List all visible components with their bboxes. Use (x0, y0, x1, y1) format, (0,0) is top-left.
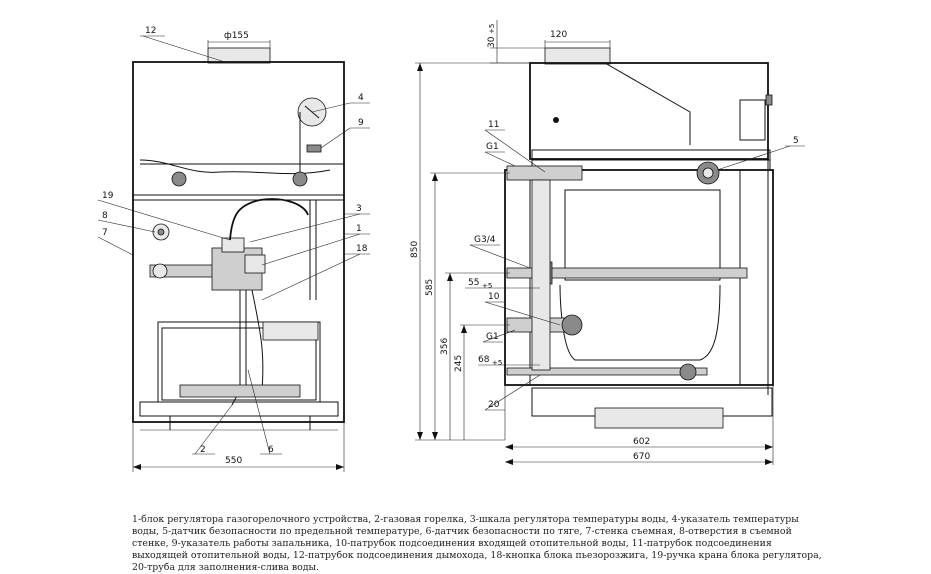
dimension-245: 245 (454, 355, 464, 372)
dimension-55: 55 (468, 278, 479, 288)
dimension-diameter-155: ф155 (224, 31, 249, 41)
dimension-550: 550 (225, 456, 242, 466)
dimension-850: 850 (410, 241, 420, 258)
label-7: 7 (102, 228, 108, 238)
flue-pipe-front (207, 47, 271, 64)
label-5: 5 (793, 136, 799, 146)
flue-pipe-side (544, 47, 611, 65)
boiler-technical-drawing: 550 ф155 12 4 9 19 8 7 3 1 18 2 (97, 20, 805, 472)
label-19: 19 (102, 191, 114, 201)
label-8: 8 (102, 211, 108, 221)
label-4: 4 (358, 93, 364, 103)
label-1: 1 (356, 224, 362, 234)
dimension-585: 585 (425, 279, 435, 296)
dimension-30: 30 (487, 36, 497, 48)
dimension-55-tolerance: +5 (482, 282, 492, 290)
label-18: 18 (356, 244, 368, 254)
boiler-body-front (132, 61, 345, 423)
thread-g3-4: G3/4 (474, 235, 496, 245)
label-11: 11 (488, 120, 499, 130)
dimension-68-tolerance: +5 (492, 359, 502, 367)
thread-g1-top: G1 (486, 142, 499, 152)
drain-pipe (506, 367, 708, 376)
dimension-356: 356 (440, 338, 450, 355)
label-3: 3 (356, 204, 362, 214)
boiler-body-side (504, 169, 774, 386)
outlet-pipe (506, 165, 583, 181)
dimension-670: 670 (633, 452, 650, 462)
parts-legend: 1-блок регулятора газогорелочного устрой… (132, 514, 822, 573)
dimension-602: 602 (633, 437, 650, 447)
label-2: 2 (200, 445, 206, 455)
front-view: 550 ф155 12 4 9 19 8 7 3 1 18 2 (97, 26, 370, 472)
label-9: 9 (358, 118, 364, 128)
pilot-indicator (306, 144, 322, 153)
side-view: 120 30 +5 850 585 356 245 55 +5 (410, 20, 805, 465)
dimension-120: 120 (550, 30, 567, 40)
thread-g1-bottom: G1 (486, 332, 499, 342)
dimension-68: 68 (478, 355, 490, 365)
label-12: 12 (145, 26, 156, 36)
label-6: 6 (268, 445, 274, 455)
boiler-hood-side (529, 62, 769, 160)
label-20: 20 (488, 400, 500, 410)
label-10: 10 (488, 292, 500, 302)
dimension-30-tolerance: +5 (488, 24, 496, 34)
